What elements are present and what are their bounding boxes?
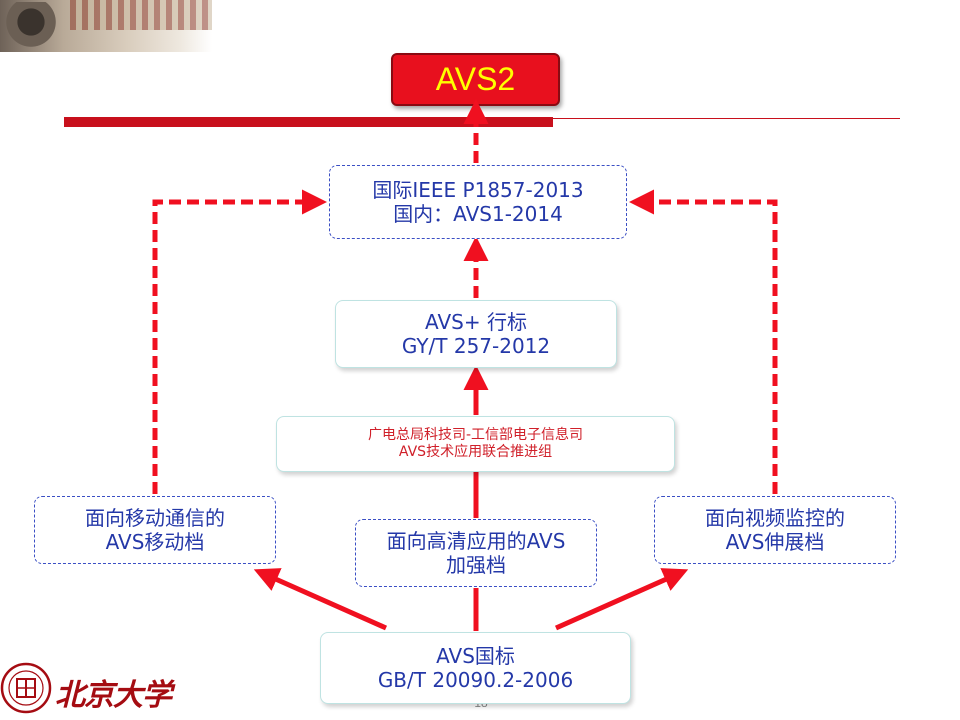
node-gb-line2: GB/T 20090.2-2006 xyxy=(377,668,574,692)
arrow-gb-to-mobile xyxy=(253,568,388,631)
node-dept-line2: AVS技术应用联合推进组 xyxy=(398,444,553,460)
arrow-video-to-ieee xyxy=(629,189,778,494)
node-video-line2: AVS伸展档 xyxy=(725,530,825,554)
node-national-standard: AVS国标 GB/T 20090.2-2006 xyxy=(320,632,631,704)
node-ieee-line1: 国际IEEE P1857-2013 xyxy=(372,177,584,202)
node-surveillance-profile: 面向视频监控的 AVS伸展档 xyxy=(654,496,896,564)
node-department: 广电总局科技司-工信部电子信息司 AVS技术应用联合推进组 xyxy=(276,416,675,472)
node-avs-plus: AVS+ 行标 GY/T 257-2012 xyxy=(335,300,617,368)
node-mobile-profile: 面向移动通信的 AVS移动档 xyxy=(34,496,276,564)
node-mobile-line2: AVS移动档 xyxy=(105,530,205,554)
node-hd-profile: 面向高清应用的AVS 加强档 xyxy=(355,519,597,587)
title-rule-thick xyxy=(64,117,553,127)
title-rule-thin xyxy=(553,118,900,119)
stone-lion-image xyxy=(4,2,64,52)
node-avsplus-line1: AVS+ 行标 xyxy=(425,309,527,334)
header-photo xyxy=(0,0,212,52)
node-avsplus-line2: GY/T 257-2012 xyxy=(401,334,551,358)
node-ieee-line2: 国内：AVS1-2014 xyxy=(393,202,563,226)
node-video-line1: 面向视频监控的 xyxy=(705,505,845,530)
node-dept-line1: 广电总局科技司-工信部电子信息司 xyxy=(367,426,584,443)
roof-image xyxy=(70,0,212,30)
node-mobile-line1: 面向移动通信的 xyxy=(85,505,225,530)
node-gb-line1: AVS国标 xyxy=(436,643,515,668)
arrow-mobile-to-ieee xyxy=(152,189,327,494)
arrow-gb-to-video xyxy=(554,568,689,631)
university-logo-text: 北京大学 xyxy=(55,678,172,713)
node-ieee-standard: 国际IEEE P1857-2013 国内：AVS1-2014 xyxy=(329,165,627,239)
slide-title: AVS2 xyxy=(435,61,516,97)
node-hd-line2: 加强档 xyxy=(446,553,506,577)
peking-university-seal-icon xyxy=(0,662,52,714)
node-hd-line1: 面向高清应用的AVS xyxy=(386,528,566,553)
